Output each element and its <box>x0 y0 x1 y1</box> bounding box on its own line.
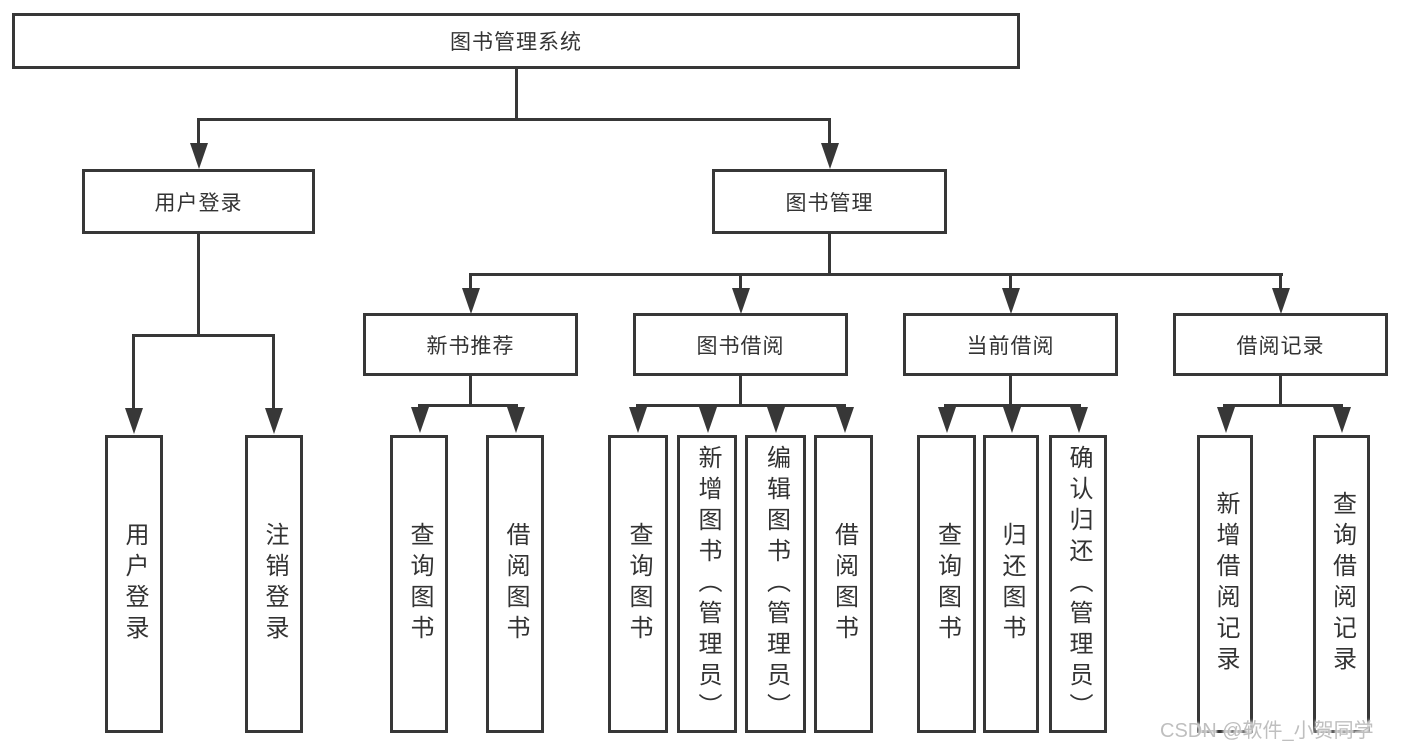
node-book-management: 图书管理 <box>712 169 947 234</box>
connector-line <box>944 404 1081 407</box>
connector-line <box>197 118 831 121</box>
leaf-confirm-return-admin: 确认归还（管理员） <box>1049 435 1107 733</box>
node-root-label: 图书管理系统 <box>450 31 582 54</box>
leaf-query-books-recommend-label: 查询图书 <box>406 522 433 646</box>
leaf-edit-book-admin: 编辑图书（管理员） <box>745 435 806 733</box>
connector-line <box>1279 276 1282 289</box>
arrow-down-icon <box>190 143 208 169</box>
leaf-return-book: 归还图书 <box>983 435 1039 733</box>
node-book-management-label: 图书管理 <box>785 191 874 215</box>
arrow-down-icon <box>629 407 647 433</box>
node-current-borrowing: 当前借阅 <box>903 313 1118 376</box>
arrow-down-icon <box>265 408 283 434</box>
arrow-down-icon <box>767 407 785 433</box>
node-user-login: 用户登录 <box>82 169 315 234</box>
node-book-borrowing-label: 图书借阅 <box>696 334 785 358</box>
leaf-edit-book-admin-label: 编辑图书（管理员） <box>762 444 790 724</box>
connector-line <box>418 404 518 407</box>
leaf-query-books-recommend: 查询图书 <box>390 435 448 733</box>
arrow-down-icon <box>462 288 480 314</box>
leaf-logout: 注销登录 <box>245 435 303 733</box>
leaf-query-books-current: 查询图书 <box>917 435 976 733</box>
node-root: 图书管理系统 <box>12 13 1020 69</box>
connector-line <box>132 334 275 337</box>
arrow-down-icon <box>1333 407 1351 433</box>
connector-line <box>1279 376 1282 407</box>
connector-line <box>1009 276 1012 289</box>
connector-line <box>739 276 742 289</box>
connector-line <box>132 337 135 409</box>
arrow-down-icon <box>1003 407 1021 433</box>
node-user-login-label: 用户登录 <box>154 191 243 215</box>
arrow-down-icon <box>1002 288 1020 314</box>
arrow-down-icon <box>938 407 956 433</box>
leaf-add-book-admin-label: 新增图书（管理员） <box>694 444 721 724</box>
leaf-user-login-label: 用户登录 <box>121 522 148 646</box>
leaf-borrow-books-label: 借阅图书 <box>830 522 858 646</box>
leaf-add-borrow-record: 新增借阅记录 <box>1197 435 1253 733</box>
leaf-logout-label: 注销登录 <box>261 522 288 646</box>
connector-line <box>515 68 518 121</box>
arrow-down-icon <box>732 288 750 314</box>
leaf-borrow-books-recommend-label: 借阅图书 <box>502 522 529 646</box>
leaf-query-books-current-label: 查询图书 <box>933 522 961 646</box>
arrow-down-icon <box>821 143 839 169</box>
connector-line <box>469 276 472 289</box>
leaf-confirm-return-admin-label: 确认归还（管理员） <box>1065 444 1092 724</box>
leaf-query-books-borrow: 查询图书 <box>608 435 668 733</box>
leaf-query-borrow-record-label: 查询借阅记录 <box>1328 491 1356 677</box>
arrow-down-icon <box>1070 407 1088 433</box>
node-new-book-recommendation-label: 新书推荐 <box>426 334 515 358</box>
leaf-query-books-borrow-label: 查询图书 <box>625 522 652 646</box>
connector-line <box>469 273 1283 276</box>
leaf-borrow-books-recommend: 借阅图书 <box>486 435 544 733</box>
connector-line <box>739 376 742 407</box>
arrow-down-icon <box>1217 407 1235 433</box>
leaf-add-book-admin: 新增图书（管理员） <box>677 435 737 733</box>
connector-line <box>1009 376 1012 407</box>
watermark: CSDN @软件_小贺同学 <box>1160 720 1374 742</box>
leaf-return-book-label: 归还图书 <box>998 522 1025 646</box>
connector-line <box>828 118 831 148</box>
connector-line <box>469 376 472 407</box>
connector-line <box>828 234 831 276</box>
arrow-down-icon <box>411 407 429 433</box>
connector-line <box>272 337 275 409</box>
leaf-borrow-books: 借阅图书 <box>814 435 873 733</box>
leaf-query-borrow-record: 查询借阅记录 <box>1313 435 1370 733</box>
arrow-down-icon <box>1272 288 1290 314</box>
node-borrowing-records-label: 借阅记录 <box>1236 334 1325 358</box>
node-new-book-recommendation: 新书推荐 <box>363 313 578 376</box>
connector-line <box>197 234 200 337</box>
arrow-down-icon <box>699 407 717 433</box>
connector-line <box>636 404 846 407</box>
leaf-user-login: 用户登录 <box>105 435 163 733</box>
arrow-down-icon <box>836 407 854 433</box>
node-current-borrowing-label: 当前借阅 <box>966 334 1055 358</box>
connector-line <box>1223 404 1343 407</box>
arrow-down-icon <box>125 408 143 434</box>
connector-line <box>197 118 200 148</box>
node-book-borrowing: 图书借阅 <box>633 313 848 376</box>
leaf-add-borrow-record-label: 新增借阅记录 <box>1212 491 1239 677</box>
node-borrowing-records: 借阅记录 <box>1173 313 1388 376</box>
arrow-down-icon <box>507 407 525 433</box>
